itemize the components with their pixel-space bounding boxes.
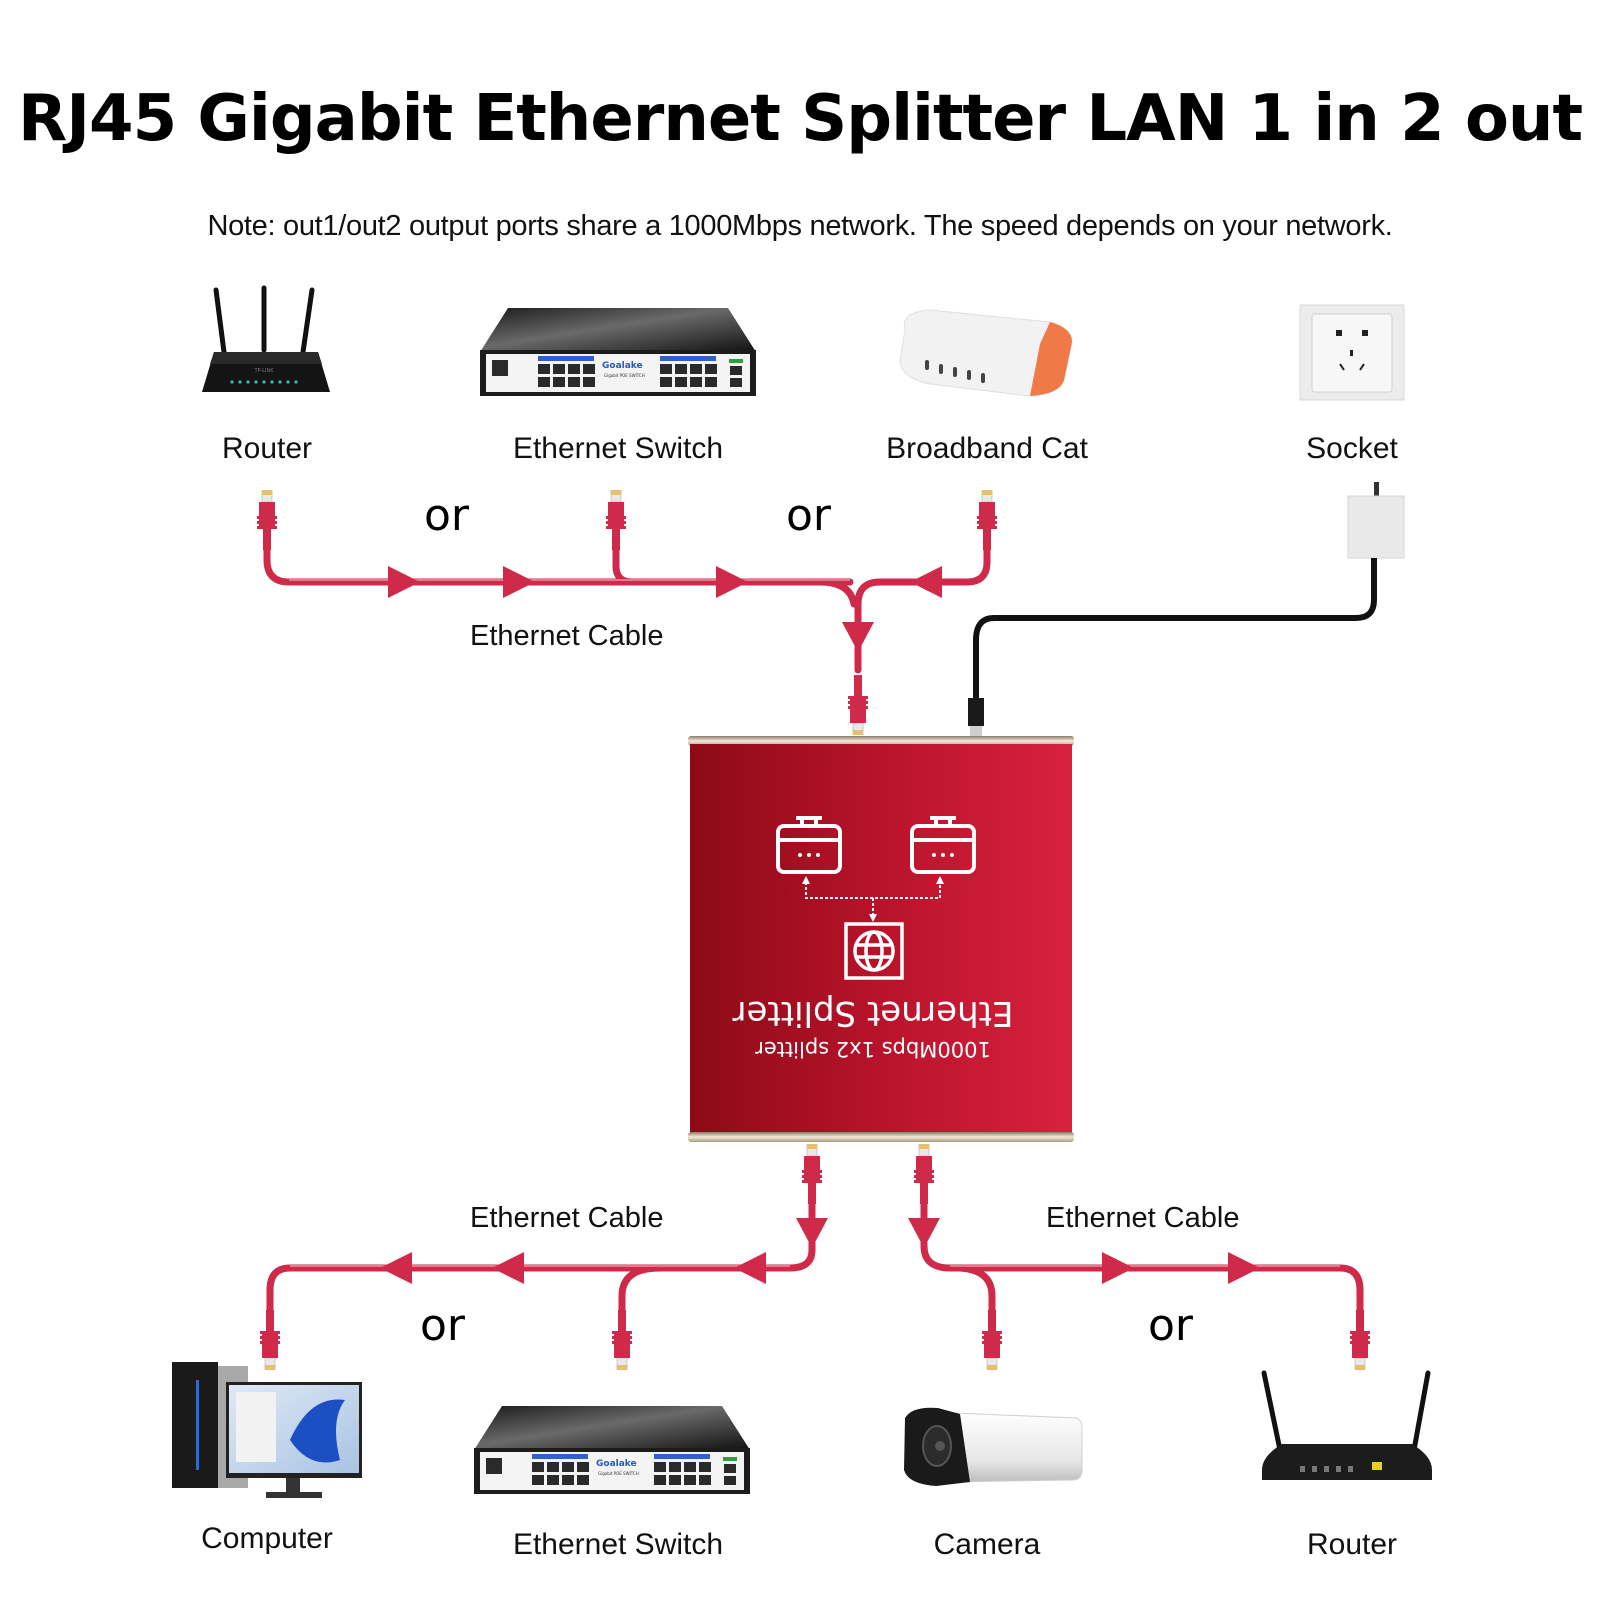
power-adapter-icon: [1347, 482, 1405, 559]
or-label: or: [1148, 1300, 1194, 1351]
or-label: or: [420, 1300, 466, 1351]
router-icon: [1261, 1370, 1432, 1480]
split-arrows: [805, 882, 941, 916]
ethernet-splitter-device: 1000Mbps 1x2 splitter Ethernet Splitter: [688, 736, 1074, 1142]
arrow-down: [908, 1218, 940, 1248]
power-cable: [973, 558, 1377, 700]
output-port-icon: [910, 816, 976, 874]
or-label: or: [424, 490, 470, 541]
input-cable-label: Ethernet Cable: [470, 620, 664, 652]
ethernet-plug: [981, 1310, 1003, 1370]
camera-icon: [904, 1407, 1083, 1486]
arrow-left: [492, 1252, 524, 1284]
arrow-right: [503, 566, 535, 598]
globe-icon: [844, 922, 904, 980]
arrow-left: [910, 566, 942, 598]
splitter-subtitle: 1000Mbps 1x2 splitter: [755, 1037, 991, 1061]
arrow-left: [734, 1252, 766, 1284]
input-device-label-socket: Socket: [1306, 432, 1398, 465]
page-title: RJ45 Gigabit Ethernet Splitter LAN 1 in …: [17, 82, 1583, 156]
arrow-right: [388, 566, 420, 598]
output-cable-label-left: Ethernet Cable: [470, 1202, 664, 1234]
output-device-label-computer: Computer: [201, 1522, 333, 1555]
input-device-label-switch: Ethernet Switch: [512, 432, 724, 465]
ethernet-plug: [976, 490, 998, 550]
arrow-right: [1228, 1252, 1260, 1284]
arrow-left: [380, 1252, 412, 1284]
computer-icon: [172, 1362, 362, 1498]
svg-text:TP-LINK: TP-LINK: [253, 368, 274, 374]
ethernet-plug: [611, 1310, 633, 1370]
ethernet-plug-out1: [801, 1144, 823, 1204]
flow-arrows-output: [380, 1218, 1260, 1284]
power-plug: [968, 698, 984, 726]
ethernet-switch-icon: [474, 1406, 750, 1494]
splitter-title: Ethernet Splitter: [733, 993, 1014, 1033]
output-port-icon: [776, 816, 842, 874]
input-device-label-broadband: Broadband Cat: [886, 432, 1088, 465]
input-device-label-router: Router: [221, 432, 313, 465]
ethernet-plug-out2: [913, 1144, 935, 1204]
output-device-label-camera: Camera: [933, 1528, 1041, 1561]
ethernet-plug: [256, 490, 278, 550]
arrow-right: [716, 566, 748, 598]
broadband-modem-icon: [899, 309, 1073, 397]
arrow-down: [842, 622, 874, 652]
output-device-label-switch: Ethernet Switch: [512, 1528, 724, 1561]
power-socket-icon: [1299, 304, 1405, 401]
ethernet-plug-splitter-input: [847, 675, 869, 735]
output-device-label-router: Router: [1306, 1528, 1398, 1561]
ethernet-plug: [1349, 1310, 1371, 1370]
flow-arrows-input: [388, 566, 942, 652]
arrow-down: [796, 1218, 828, 1248]
ethernet-plug: [605, 490, 627, 550]
output-cable-network: [266, 1191, 1364, 1322]
ethernet-plug: [259, 1310, 281, 1370]
or-label: or: [786, 490, 832, 541]
note-text: Note: out1/out2 output ports share a 100…: [207, 210, 1393, 242]
output-cable-label-right: Ethernet Cable: [1046, 1202, 1240, 1234]
arrow-right: [1102, 1252, 1134, 1284]
router-icon: TP-LINK: [202, 285, 330, 392]
ethernet-switch-icon: [480, 308, 756, 396]
